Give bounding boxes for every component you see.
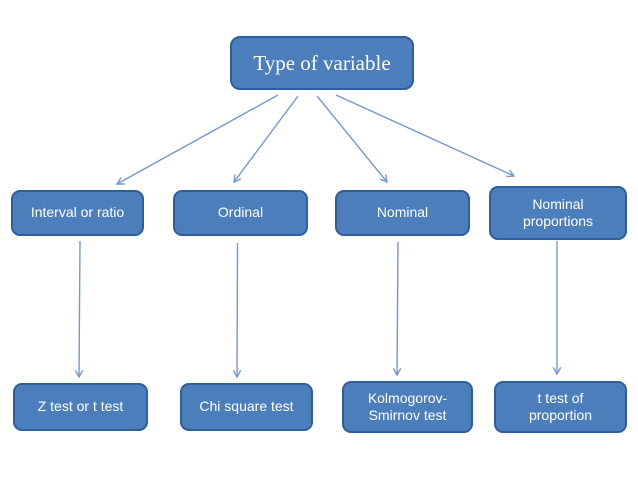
node-chi-square-test: Chi square test: [180, 383, 313, 431]
arrow-root-to-ordinal: [233, 95, 299, 184]
node-nominal-proportions: Nominal proportions: [489, 186, 627, 240]
arrow-nominal-to-kolmogorov-smirnov-test: [392, 241, 402, 377]
arrow-ordinal-to-chi-square-test: [232, 242, 242, 379]
node-nominal: Nominal: [335, 190, 470, 236]
arrow-root-to-interval-or-ratio: [115, 94, 279, 185]
node-t-test-of-proportion: t test of proportion: [494, 381, 627, 433]
node-type-of-variable: Type of variable: [230, 36, 414, 90]
node-kolmogorov-smirnov-test: Kolmogorov-Smirnov test: [342, 381, 473, 433]
node-z-test-or-t-test: Z test or t test: [13, 383, 148, 431]
arrow-interval-or-ratio-to-z-test: [74, 240, 84, 379]
arrow-root-to-nominal-proportions: [335, 94, 516, 178]
node-ordinal: Ordinal: [173, 190, 308, 236]
node-interval-or-ratio: Interval or ratio: [11, 190, 144, 236]
arrow-root-to-nominal: [316, 95, 388, 184]
